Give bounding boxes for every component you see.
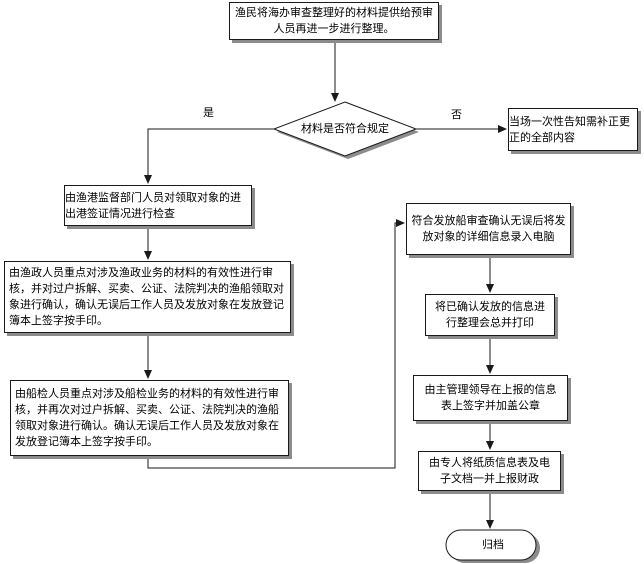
decision-diamond (272, 101, 418, 157)
summarize-print-text: 将已确认发放的信息进行整理会总并打印 (435, 300, 545, 329)
decision-text: 材料是否符合规定 (301, 122, 389, 135)
submit-finance-text: 由专人将纸质信息表及电子文档一并上报财政 (429, 456, 550, 485)
leader-sign-text: 由主管理领导在上报的信息表上签字并加盖公章 (424, 383, 557, 412)
enter-computer-box: 符合发放船审查确认无误后将发放对象的详细信息录入电脑 (406, 203, 571, 255)
connector-ship-to-computer (147, 219, 405, 469)
connector-decision-yes (144, 128, 274, 184)
archive-text: 归档 (482, 538, 504, 551)
leader-sign-box: 由主管理领导在上报的信息表上签字并加盖公章 (413, 375, 568, 421)
enter-computer-text: 符合发放船审查确认无误后将发放对象的详细信息录入电脑 (411, 214, 566, 243)
ship-review-text: 由船检人员重点对涉及船检业务的材料的有效性进行审核，并再次对过户拆解、买卖、公证… (15, 387, 279, 448)
ship-review-box: 由船检人员重点对涉及船检业务的材料的有效性进行审核，并再次对过户拆解、买卖、公证… (10, 380, 289, 456)
notify-text: 当场一次性告知需补正更正的全部内容 (509, 114, 630, 144)
start-text: 渔民将海办审查整理好的材料提供给预审人员再进一步进行整理。 (235, 6, 433, 35)
fishery-review-text: 由渔政人员重点对涉及渔政业务的材料的有效性进行审核，并对过户拆解、买卖、公证、法… (9, 266, 284, 327)
fishery-review-box: 由渔政人员重点对涉及渔政业务的材料的有效性进行审核，并对过户拆解、买卖、公证、法… (4, 261, 291, 333)
submit-finance-box: 由专人将纸质信息表及电子文档一并上报财政 (418, 451, 561, 491)
port-check-text: 由渔港监督部门人员对领取对象的进出港签证情况进行检查 (65, 190, 241, 220)
archive-terminator (445, 529, 537, 561)
no-label: 否 (451, 108, 462, 121)
port-check-box: 由渔港监督部门人员对领取对象的进出港签证情况进行检查 (64, 185, 252, 226)
summarize-print-box: 将已确认发放的信息进行整理会总并打印 (425, 294, 555, 336)
start-box: 渔民将海办审查整理好的材料提供给预审人员再进一步进行整理。 (229, 2, 439, 40)
yes-label: 是 (203, 106, 214, 119)
notify-box: 当场一次性告知需补正更正的全部内容 (508, 108, 638, 151)
